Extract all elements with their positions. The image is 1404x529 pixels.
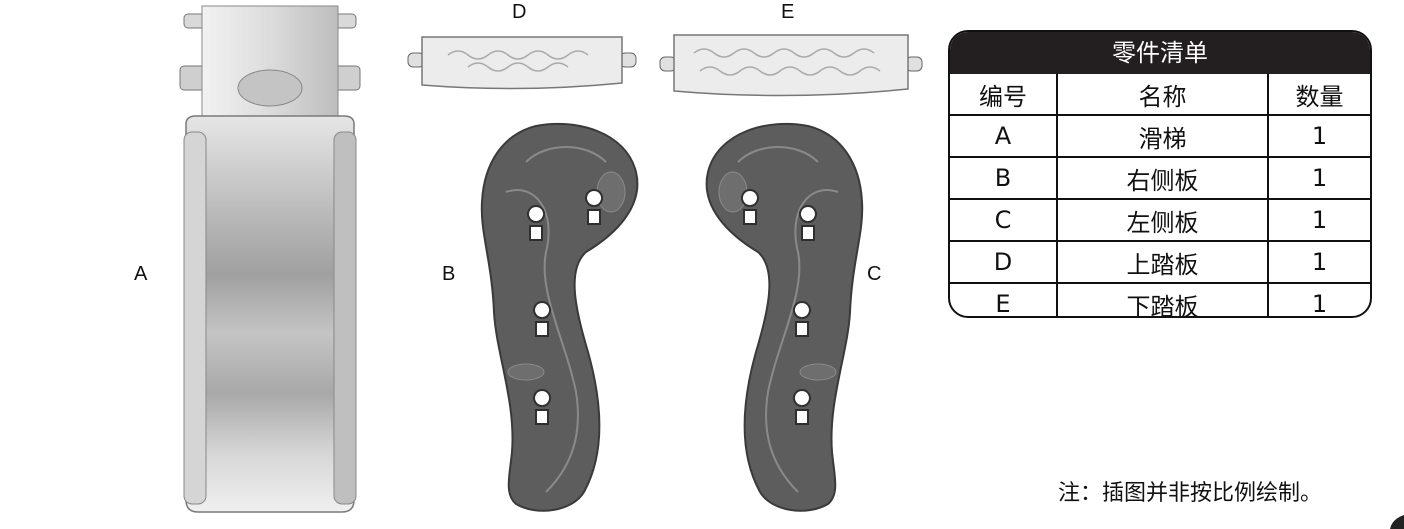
slide-illustration bbox=[170, 4, 370, 516]
header-cell-id: 编号 bbox=[950, 74, 1057, 115]
part-label-d: D bbox=[512, 2, 526, 22]
part-label-b: B bbox=[442, 264, 455, 284]
table-row: D 上踏板 1 bbox=[950, 241, 1370, 283]
table-row: A 滑梯 1 bbox=[950, 115, 1370, 157]
part-label-a: A bbox=[134, 264, 147, 284]
cell-qty: 1 bbox=[1268, 283, 1370, 318]
part-label-e: E bbox=[781, 2, 794, 22]
table-row: C 左侧板 1 bbox=[950, 199, 1370, 241]
right-side-panel-illustration bbox=[476, 122, 654, 514]
cell-qty: 1 bbox=[1268, 199, 1370, 241]
cell-qty: 1 bbox=[1268, 115, 1370, 157]
cell-name: 滑梯 bbox=[1057, 115, 1268, 157]
table-row: B 右侧板 1 bbox=[950, 157, 1370, 199]
table-header-row: 编号 名称 数量 bbox=[950, 74, 1370, 115]
parts-list-grid: 编号 名称 数量 A 滑梯 1 B 右侧板 1 C 左侧板 1 D 上踏板 bbox=[950, 74, 1370, 318]
scale-disclaimer-note: 注：插图并非按比例绘制。 bbox=[1058, 480, 1322, 508]
cell-name: 下踏板 bbox=[1057, 283, 1268, 318]
part-label-c: C bbox=[867, 264, 881, 284]
cell-id: C bbox=[950, 199, 1057, 241]
header-cell-name: 名称 bbox=[1057, 74, 1268, 115]
cell-name: 右侧板 bbox=[1057, 157, 1268, 199]
lower-step-illustration bbox=[660, 31, 922, 99]
cell-id: D bbox=[950, 241, 1057, 283]
parts-list-title: 零件清单 bbox=[950, 32, 1370, 74]
page-corner-mark bbox=[1386, 511, 1404, 529]
table-row: E 下踏板 1 bbox=[950, 283, 1370, 318]
cell-name: 左侧板 bbox=[1057, 199, 1268, 241]
cell-qty: 1 bbox=[1268, 157, 1370, 199]
upper-step-illustration bbox=[408, 33, 636, 91]
left-side-panel-illustration bbox=[690, 122, 868, 514]
header-cell-qty: 数量 bbox=[1268, 74, 1370, 115]
cell-id: E bbox=[950, 283, 1057, 318]
cell-name: 上踏板 bbox=[1057, 241, 1268, 283]
cell-id: B bbox=[950, 157, 1057, 199]
cell-qty: 1 bbox=[1268, 241, 1370, 283]
parts-list-table: 零件清单 编号 名称 数量 A 滑梯 1 B 右侧板 1 C 左侧板 1 bbox=[948, 30, 1372, 318]
cell-id: A bbox=[950, 115, 1057, 157]
